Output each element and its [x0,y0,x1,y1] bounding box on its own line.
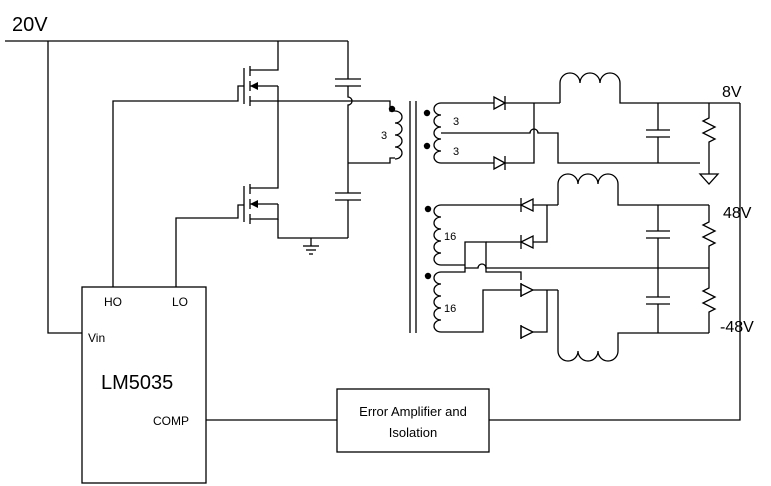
output-neg48v-label: -48V [720,319,754,336]
resistor-8v [701,103,717,163]
error-amp-line2: Isolation [389,425,437,440]
primary-dot [388,105,396,113]
sec8-center-tap-wire [441,128,700,164]
secondary-8v-winding [433,102,442,164]
low-side-mosfet [243,101,279,224]
diode-8v-bottom [493,155,507,171]
diode-48v-mid [519,234,534,250]
inductor-8v [559,72,709,104]
diode-neg48v-top [520,282,535,298]
output-8v-label: 8V [722,84,742,101]
sec8-bottom-turns: 3 [453,146,459,158]
lm5035-block [81,286,207,484]
diode-8v-top [493,95,507,111]
switch-node-wire [278,100,395,112]
vin-feed-wire [47,41,82,334]
sec48-centre-tap [465,263,709,269]
inductor-neg48v [557,290,709,362]
lo-gate-wire [175,204,244,287]
secondary-ground-icon [698,163,720,185]
pin-ho-label: HO [104,295,122,309]
sec8-dot-top [423,109,431,117]
inductor-48v [557,173,709,206]
diode48-mid-out [533,205,548,243]
primary-ground-icon [303,238,319,255]
controller-name: LM5035 [101,372,173,394]
primary-turns-label: 3 [381,130,387,142]
secneg48-bottom-wire [441,289,521,333]
error-amplifier-block [336,388,490,453]
secondary-48v-winding [433,204,442,266]
resistor-48v [701,205,717,268]
resistor-neg48v [701,268,717,333]
sec8-top-turns: 3 [453,116,459,128]
pin-comp-label: COMP [153,414,189,428]
sec48-crossover-up [464,241,522,280]
cap-midpoint-wire [347,86,353,193]
pin-vin-label: Vin [88,331,105,345]
pin-lo-label: LO [172,295,188,309]
secondary-neg48v-winding [433,271,442,333]
output-sense-wire [489,103,741,421]
sec-link-wire [441,265,466,273]
error-amp-line1: Error Amplifier and [359,404,467,419]
vin-label: 20V [12,14,48,36]
secneg48-dot [424,272,432,280]
diodeneg-bottom-out [533,290,548,333]
ho-gate-wire [112,85,244,287]
high-side-mosfet [243,41,279,106]
cap-midpoint-to-primary [348,157,395,164]
sec48-turns: 16 [444,231,456,243]
primary-winding [394,110,403,160]
diode-neg48v-bottom [520,324,535,340]
diode-48v-top [519,197,534,213]
sec48-dot [424,205,432,213]
sec8-rect-join [505,103,535,164]
output-48v-label: 48V [723,205,752,222]
secneg48-turns: 16 [444,303,456,315]
sec8-dot-bottom [423,142,431,150]
primary-ground-wire [277,219,348,239]
